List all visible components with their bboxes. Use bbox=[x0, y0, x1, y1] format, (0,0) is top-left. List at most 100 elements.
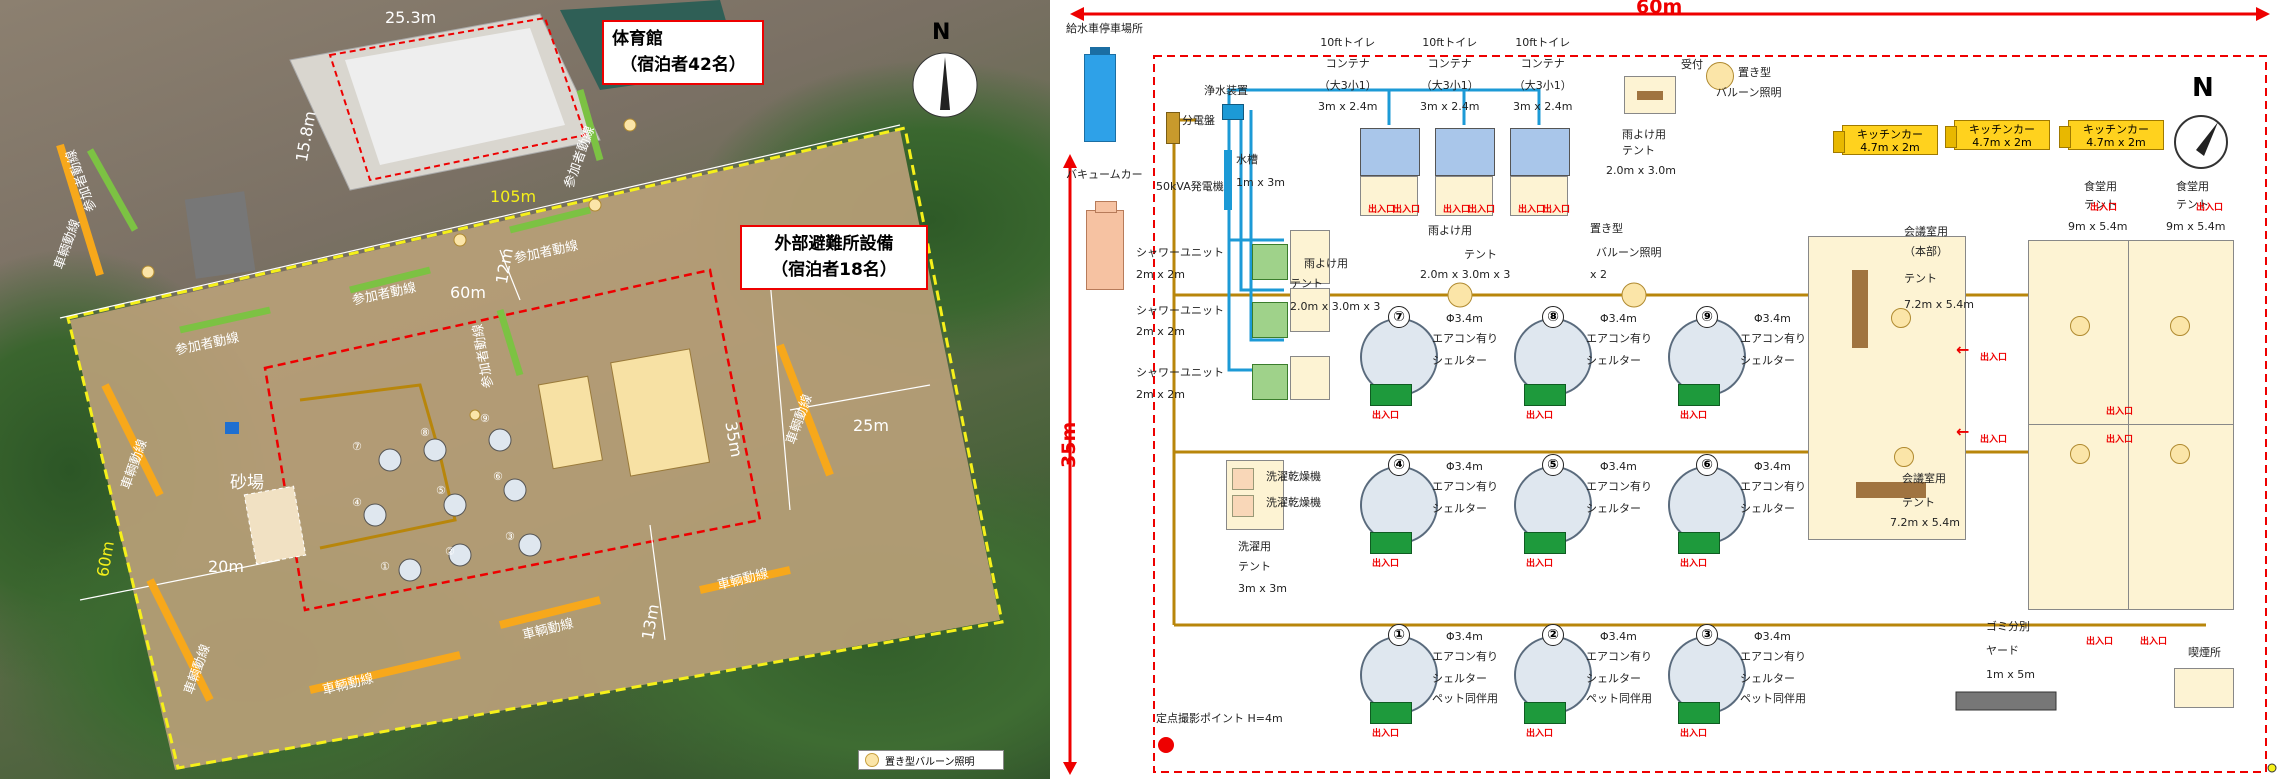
plan-north-label: N bbox=[2192, 73, 2214, 103]
shelter-number-2: ② bbox=[1542, 624, 1564, 646]
kitchen-car-3-cab bbox=[2059, 126, 2071, 148]
meeting-hq-size: 7.2m x 5.4m bbox=[1904, 298, 1974, 311]
toilet-2-line1: 10ftトイレ bbox=[1422, 36, 1478, 49]
toilet-entrance-3b: 出入口 bbox=[1543, 205, 1571, 215]
water-tank-icon bbox=[1224, 150, 1232, 210]
height-35-label: 35m bbox=[1058, 421, 1080, 468]
legend-label: 置き型バルーン照明 bbox=[885, 756, 975, 768]
shelter-number-8: ⑧ bbox=[1542, 306, 1564, 328]
distribution-board-label: 分電盤 bbox=[1182, 114, 1215, 127]
garbage-size: 1m x 5m bbox=[1986, 668, 2035, 681]
toilet-3-line4: 3m x 2.4m bbox=[1513, 100, 1573, 114]
aerial-shelter-num-3: ③ bbox=[505, 530, 515, 543]
dim-25-3: 25.3m bbox=[385, 8, 437, 27]
meeting-tents bbox=[537, 375, 604, 470]
shelter-ac-3: エアコン有り bbox=[1740, 650, 1806, 663]
dim-line-12 bbox=[499, 249, 521, 301]
dining-divider-h bbox=[2028, 424, 2234, 425]
generator-label: 50kVA発電機 bbox=[1156, 180, 1224, 193]
dim-line-35 bbox=[769, 279, 791, 511]
aerial-overlay bbox=[56, 0, 1004, 770]
shelter-number-7: ⑦ bbox=[1388, 306, 1410, 328]
meeting-hq-table bbox=[1852, 270, 1868, 348]
meeting-b-size: 7.2m x 5.4m bbox=[1890, 516, 1960, 529]
dim-105: 105m bbox=[490, 187, 537, 206]
meeting-b-label2: テント bbox=[1902, 496, 1935, 509]
shelter-spec-6: Φ3.4m bbox=[1754, 460, 1791, 473]
meeting-b-table bbox=[1856, 482, 1926, 498]
kitchen-car-2-cab bbox=[1945, 126, 1957, 148]
rain-tent-b2: テント bbox=[1464, 248, 1497, 261]
shelter-entrance-box-4 bbox=[1370, 532, 1412, 554]
purifier-label: 浄水装置 bbox=[1204, 84, 1248, 97]
shelter-spec-5: Φ3.4m bbox=[1600, 460, 1637, 473]
shelter-ac-1: エアコン有り bbox=[1432, 650, 1498, 663]
reception-rain-tent2: テント bbox=[1622, 144, 1655, 157]
aerial-shelter-num-2: ② bbox=[445, 545, 455, 558]
shower-1-size: 2m x 2m bbox=[1136, 268, 1185, 281]
shelter-entrance-label-7: 出入口 bbox=[1372, 411, 1400, 421]
shelter-word-3: シェルター bbox=[1740, 672, 1795, 685]
rain-tent-b-size: 2.0m x 3.0m x 3 bbox=[1420, 268, 1511, 281]
shelter-spec-7: Φ3.4m bbox=[1446, 312, 1483, 325]
reception-rain-tent-size: 2.0m x 3.0m bbox=[1606, 164, 1676, 177]
reception-tent bbox=[1624, 76, 1676, 114]
aerial-shelter-num-4: ④ bbox=[352, 496, 362, 509]
shelter-entrance-label-4: 出入口 bbox=[1372, 559, 1400, 569]
toilet-tent-3 bbox=[1510, 176, 1568, 216]
gym-guests: （宿泊者42名） bbox=[620, 55, 746, 76]
shelter-number-3: ③ bbox=[1696, 624, 1718, 646]
photo-point-label: 定点撮影ポイント H=4m bbox=[1156, 712, 1283, 725]
gym-caption: 体育館 （宿泊者42名） bbox=[602, 20, 764, 85]
dim-25: 25m bbox=[853, 416, 889, 435]
shelter-ac-4: エアコン有り bbox=[1432, 480, 1498, 493]
toilet-2-line4: 3m x 2.4m bbox=[1420, 100, 1480, 114]
shower-2-size: 2m x 2m bbox=[1136, 325, 1185, 338]
shelter-8 bbox=[1514, 318, 1592, 396]
kitchen-car-2-size: 4.7m x 2m bbox=[1972, 136, 2032, 149]
rain-tent-c-3 bbox=[1290, 356, 1330, 400]
shelter-spec-9: Φ3.4m bbox=[1754, 312, 1791, 325]
participant-routes bbox=[86, 89, 604, 377]
shower-1-label: シャワーユニット bbox=[1136, 246, 1224, 259]
dim-line-13 bbox=[649, 524, 666, 641]
toilet-2-text: 10ftトイレ コンテナ （大3小1） 3m x 2.4m bbox=[1420, 32, 1479, 118]
aerial-shelters bbox=[363, 428, 542, 582]
toilet-entrance-3: 出入口 bbox=[1518, 205, 1546, 215]
shelter-spec-8: Φ3.4m bbox=[1600, 312, 1637, 325]
shelter-word-4: シェルター bbox=[1432, 502, 1487, 515]
toilet-1-line3: （大3小1） bbox=[1318, 78, 1377, 92]
meeting-hq-light bbox=[1891, 308, 1911, 328]
smoking-label: 喫煙所 bbox=[2188, 646, 2221, 659]
shelter-number-5: ⑤ bbox=[1542, 454, 1564, 476]
water-truck-icon bbox=[1084, 47, 1116, 142]
distribution-board-icon bbox=[1166, 112, 1180, 144]
external-guests: （宿泊者18名） bbox=[771, 260, 897, 281]
dim-line-105 bbox=[59, 124, 901, 319]
dining-divider-v bbox=[2128, 240, 2129, 610]
washer-1-label: 洗濯乾燥機 bbox=[1266, 470, 1321, 483]
dining-light-2 bbox=[2170, 316, 2190, 336]
shelter-number-1: ① bbox=[1388, 624, 1410, 646]
reception-balloon-light bbox=[1706, 62, 1734, 90]
meeting-b-label: 会議室用 bbox=[1902, 472, 1946, 485]
external-title: 外部避難所設備 bbox=[774, 234, 894, 254]
plan-boundary bbox=[1153, 55, 2267, 773]
dining-a-label: 食堂用 bbox=[2084, 180, 2117, 193]
reception-label: 受付 bbox=[1681, 58, 1703, 71]
balloon-light-icon bbox=[865, 753, 879, 767]
washer-1-icon bbox=[1232, 468, 1254, 490]
meeting-entrance-1: 出入口 bbox=[1980, 353, 2008, 363]
north-arrow-icon bbox=[940, 57, 950, 110]
laundry-size: 3m x 3m bbox=[1238, 582, 1287, 595]
legend: 置き型バルーン照明 bbox=[858, 750, 1004, 770]
plan-north-arrow-icon bbox=[2196, 122, 2218, 156]
dining-b-label2: テント bbox=[2176, 198, 2209, 211]
water-truck-marker bbox=[225, 422, 239, 434]
smoking-area bbox=[2174, 668, 2234, 708]
sand-area bbox=[243, 485, 307, 565]
rain-tent-c2: テント bbox=[1290, 277, 1323, 290]
aerial-shelter-num-8: ⑧ bbox=[420, 426, 430, 439]
